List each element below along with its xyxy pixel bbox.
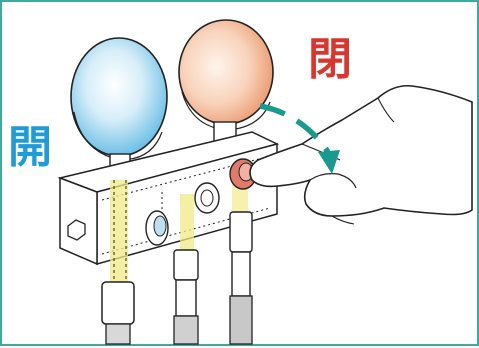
gloved-hand (249, 84, 473, 225)
hoses (101, 211, 253, 345)
high-pressure-gauge (178, 19, 274, 143)
curved-arrow-icon (259, 103, 340, 174)
close-label: 閉 (308, 34, 352, 85)
high-side-valve-knob (229, 158, 257, 190)
open-label: 開 (8, 122, 52, 173)
low-side-valve-knob (145, 210, 169, 246)
sight-glass (194, 182, 220, 214)
